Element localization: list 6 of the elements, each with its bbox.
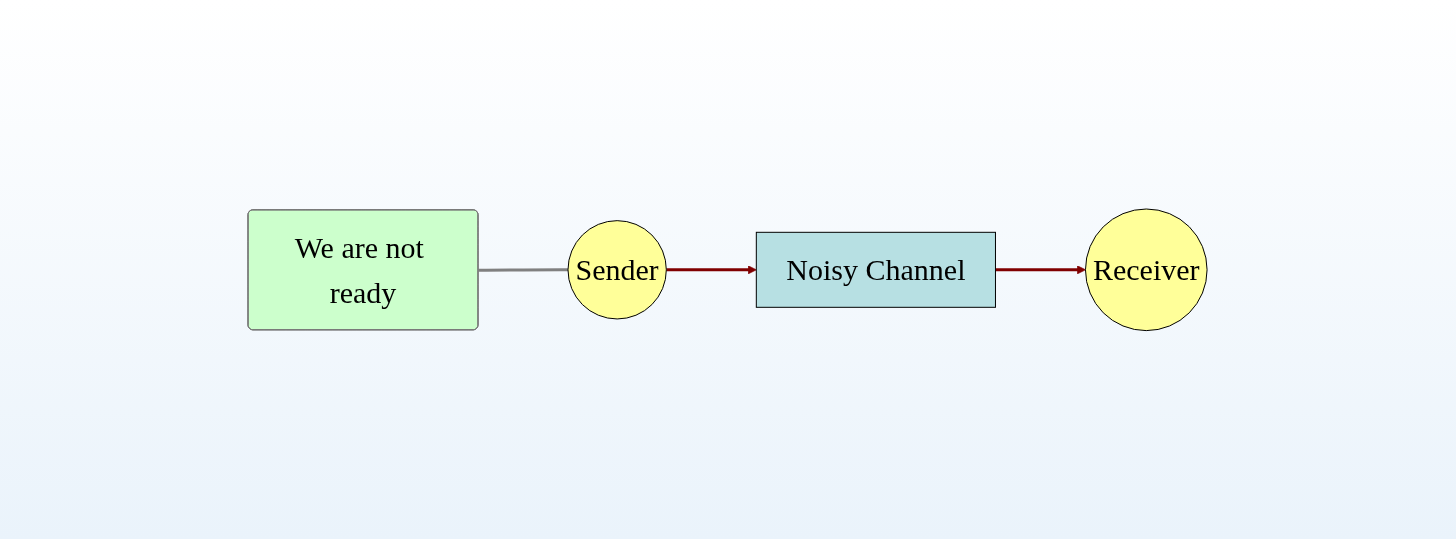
connector bbox=[478, 268, 569, 272]
node-circle: Receiver bbox=[1085, 208, 1209, 331]
node-circle: Sender bbox=[567, 219, 668, 320]
arrow bbox=[995, 265, 1087, 274]
arrow bbox=[666, 265, 758, 274]
node-box: Noisy Channel bbox=[756, 231, 997, 308]
